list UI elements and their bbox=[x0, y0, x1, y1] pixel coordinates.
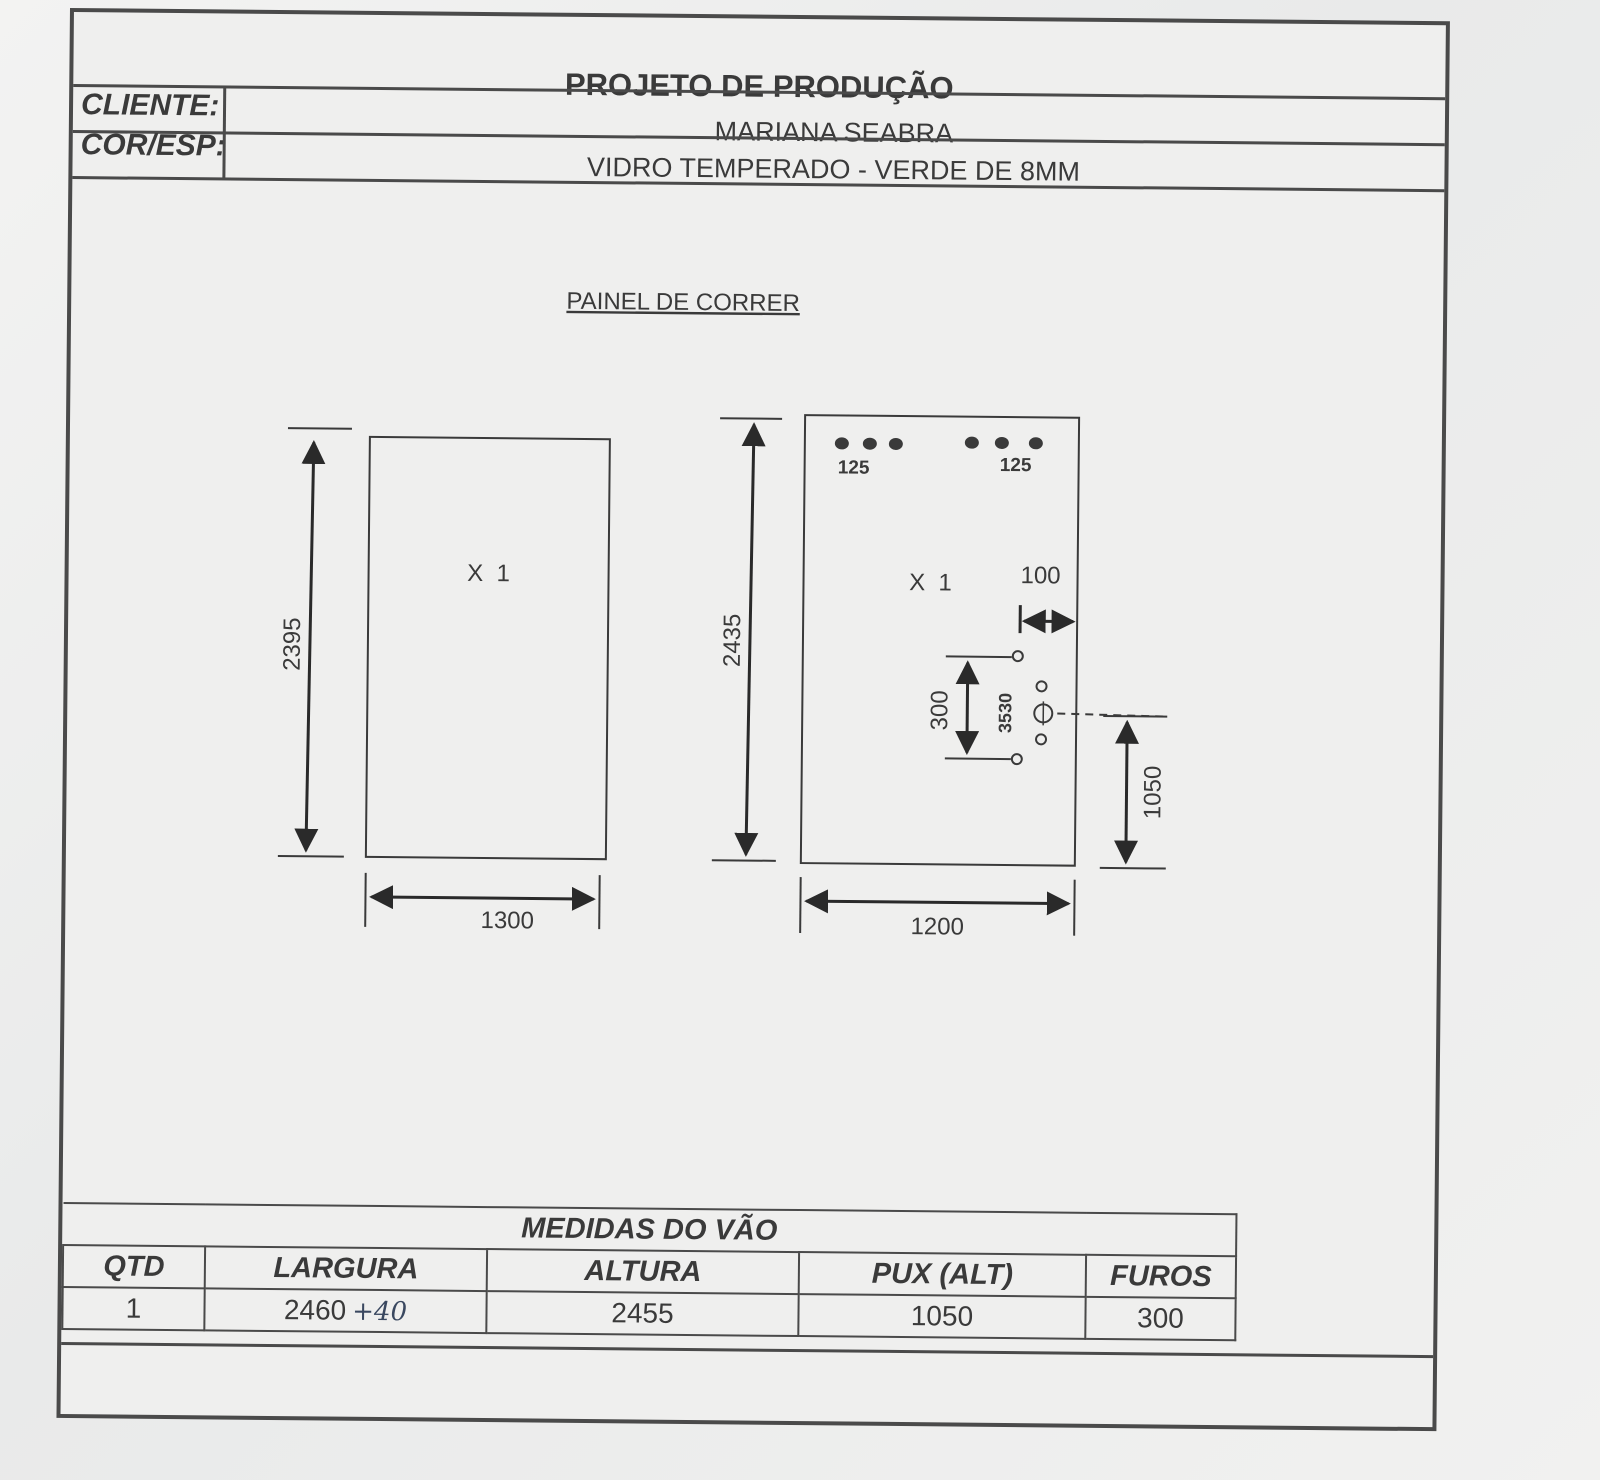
panel-2-height-label: 2435 bbox=[719, 614, 747, 668]
panel-1-outline bbox=[364, 435, 611, 861]
fitting-hole bbox=[964, 436, 979, 449]
panel-2-top-left-holes-label: 125 bbox=[838, 457, 870, 478]
fitting-hole bbox=[862, 437, 877, 450]
header-furos: FUROS bbox=[1085, 1254, 1237, 1299]
header-pux-alt: PUX (ALT) bbox=[798, 1252, 1087, 1297]
header-altura: ALTURA bbox=[486, 1249, 800, 1295]
panel-1-width-extension bbox=[364, 872, 367, 927]
panel-2-top-left-holes bbox=[834, 437, 903, 450]
production-sheet: PROJETO DE PRODUÇÃO CLIENTE: MARIANA SEA… bbox=[56, 8, 1450, 1432]
header-qtd: QTD bbox=[62, 1244, 206, 1289]
header-largura: LARGURA bbox=[204, 1246, 488, 1292]
handle-height-extension bbox=[1099, 866, 1166, 870]
drawing-title: PAINEL DE CORRER bbox=[566, 288, 800, 317]
panel-1-width-extension bbox=[598, 875, 601, 930]
panel-2-width-extension bbox=[1073, 879, 1076, 936]
fitting-hole bbox=[834, 437, 849, 450]
panel-1-width-dimension-line bbox=[369, 885, 596, 911]
handle-spacing-extension bbox=[944, 757, 1011, 761]
largura-value: 2460 bbox=[283, 1294, 347, 1326]
handle-hole bbox=[1035, 680, 1048, 693]
panel-2-top-right-holes-label: 125 bbox=[1000, 455, 1032, 476]
handle-spacing-label: 300 bbox=[926, 690, 953, 730]
handle-holes bbox=[1010, 650, 1054, 766]
handle-height-dimension-line bbox=[1114, 719, 1139, 865]
handle-hole bbox=[1011, 650, 1024, 663]
handle-height-extension bbox=[1103, 714, 1168, 718]
fitting-hole bbox=[1028, 437, 1043, 450]
panel-1-width-label: 1300 bbox=[480, 907, 534, 935]
panel-2-top-right-holes bbox=[964, 436, 1043, 450]
measurements-table: MEDIDAS DO VÃO QTD LARGURA ALTURA PUX (A… bbox=[61, 1202, 1237, 1341]
panel-2-width-extension bbox=[799, 877, 802, 934]
cell-qtd: 1 bbox=[62, 1286, 205, 1331]
panel-2-height-extension bbox=[720, 417, 783, 420]
panel-1-height-extension bbox=[277, 855, 344, 858]
fitting-hole bbox=[888, 437, 903, 450]
handle-spacing-dimension-line bbox=[955, 660, 980, 756]
panel-2-height-extension bbox=[711, 859, 776, 862]
handle-hole bbox=[1010, 753, 1023, 766]
cell-pux: 1050 bbox=[798, 1294, 1086, 1339]
cell-altura: 2455 bbox=[486, 1291, 799, 1337]
panel-2-outline bbox=[799, 414, 1081, 867]
handle-offset-label: 100 bbox=[1020, 562, 1060, 589]
cell-furos: 300 bbox=[1085, 1296, 1236, 1341]
largura-handwritten-note: +40 bbox=[352, 1296, 408, 1328]
panel-2-quantity: X 1 bbox=[909, 569, 952, 596]
panel-2-height-dimension-line bbox=[734, 422, 766, 857]
panel-2-width-label: 1200 bbox=[910, 913, 964, 941]
bottom-border-line bbox=[61, 1341, 1434, 1359]
panel-1-height-dimension-line bbox=[294, 439, 326, 853]
handle-dimension-label: 3530 bbox=[995, 693, 1015, 733]
panel-1-height-extension bbox=[287, 427, 352, 430]
fitting-hole bbox=[994, 436, 1009, 449]
panel-2-width-dimension-line bbox=[804, 889, 1071, 916]
technical-drawing: PAINEL DE CORRER X 1 2395 1300 X 1 2435 … bbox=[277, 288, 1168, 941]
handle-spacing-extension bbox=[945, 655, 1012, 659]
handle-hole bbox=[1035, 733, 1048, 746]
panel-1-quantity: X 1 bbox=[467, 560, 510, 587]
panel-1-height-label: 2395 bbox=[279, 617, 307, 671]
cell-largura: 2460+40 bbox=[204, 1288, 487, 1334]
handle-height-label: 1050 bbox=[1139, 766, 1167, 820]
